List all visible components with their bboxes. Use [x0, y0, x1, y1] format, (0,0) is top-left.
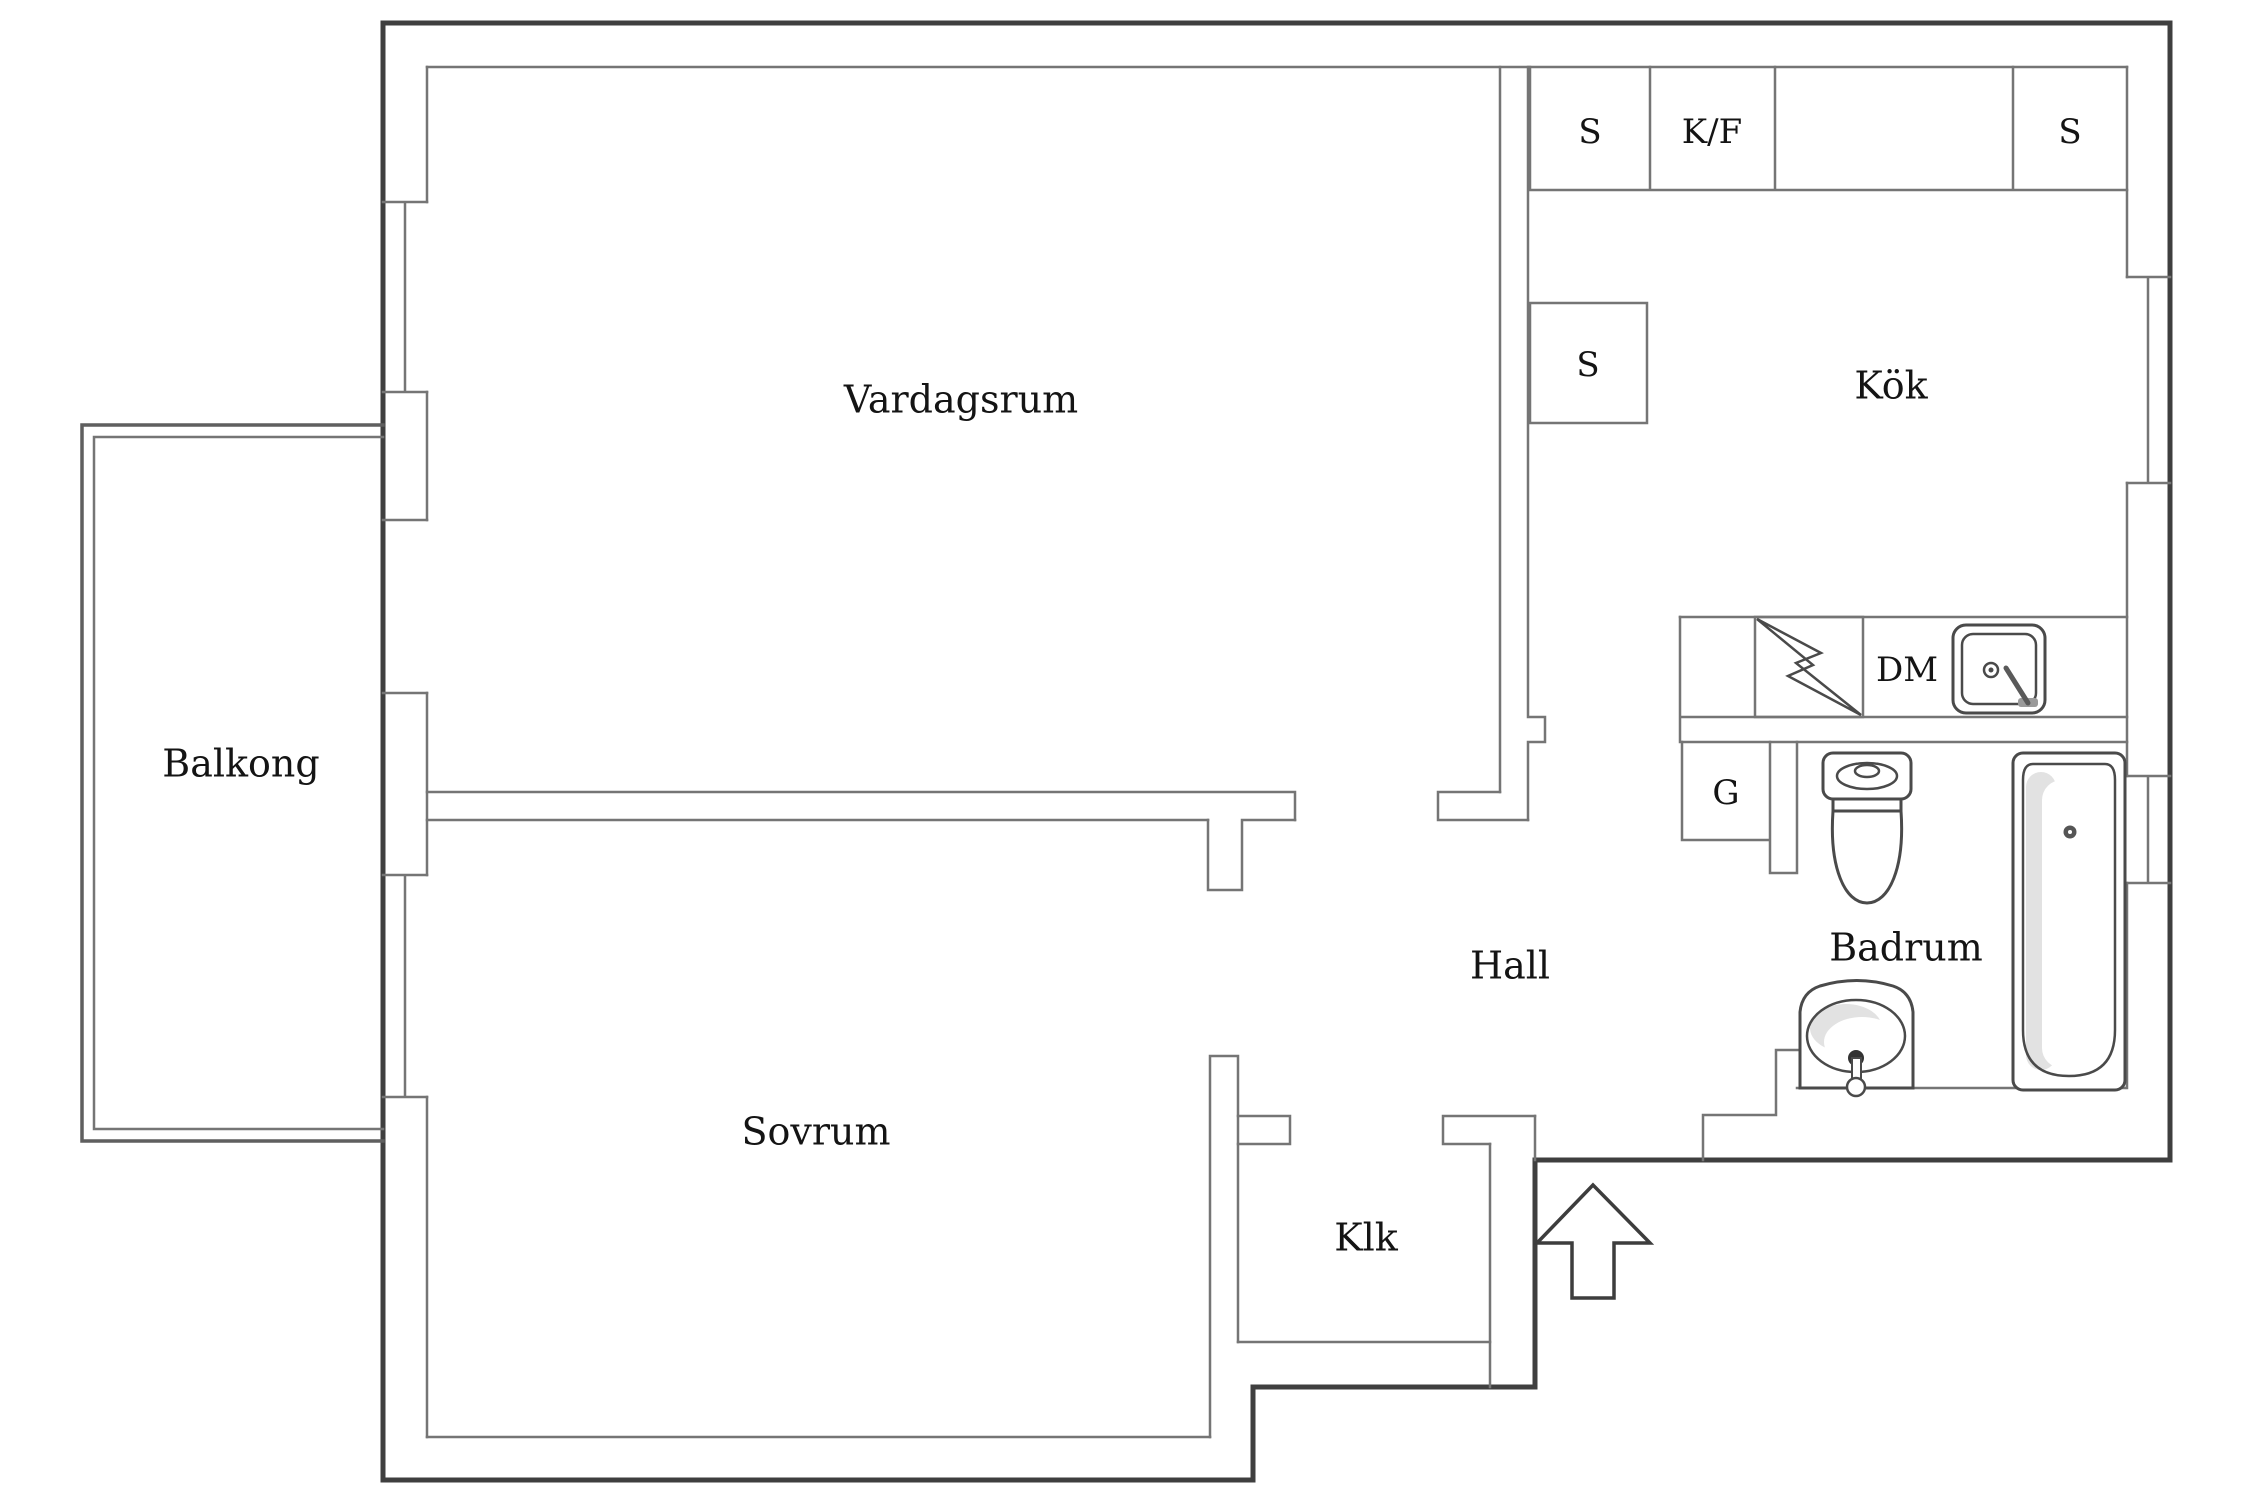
label-dishwasher: DM: [1876, 650, 1938, 690]
stove-icon: [1756, 617, 1862, 717]
room-labels: Vardagsrum Kök Sovrum Hall Badrum Klk Ba…: [162, 363, 1983, 1259]
label-badrum: Badrum: [1829, 925, 1983, 969]
window-sovrum: [381, 873, 429, 1099]
window-kitchen: [2125, 275, 2172, 485]
label-cabinet-kf: K/F: [1682, 112, 1742, 152]
label-cabinet-s-top-right: S: [2058, 112, 2081, 152]
kitchen-sink-icon: [1951, 623, 2047, 715]
label-hall: Hall: [1470, 943, 1550, 987]
label-klk: Klk: [1334, 1215, 1399, 1259]
walls-klk: [1236, 1114, 1537, 1389]
label-sovrum: Sovrum: [741, 1109, 890, 1153]
label-wardrobe-g: G: [1712, 773, 1739, 813]
wall-vardagsrum-kitchen-divider: [1436, 65, 1547, 822]
label-cabinet-s-kitchen-wall: S: [1576, 345, 1599, 385]
wall-vardagsrum-sovrum: [425, 790, 1297, 892]
washbasin-icon: [1798, 979, 1915, 1098]
label-kok: Kök: [1854, 363, 1928, 407]
label-balkong: Balkong: [162, 741, 319, 785]
kitchen-cabinets: [1528, 65, 2129, 719]
label-cabinet-s-top-left: S: [1578, 112, 1601, 152]
entrance-arrow-icon: [1532, 1182, 1655, 1300]
outer-walls: [380, 20, 2173, 1483]
cabinet-labels: S K/F S S DM G: [1576, 112, 2081, 813]
wall-sovrum-hall: [1208, 1054, 1240, 1439]
window-vardagsrum: [381, 200, 429, 394]
inner-walls: [381, 65, 2129, 1439]
label-vardagsrum: Vardagsrum: [843, 377, 1078, 421]
bathtub-icon: [2011, 751, 2127, 1092]
window-bathroom: [2125, 774, 2172, 885]
toilet-icon: [1821, 751, 1913, 905]
balcony-outline: [80, 423, 385, 1143]
